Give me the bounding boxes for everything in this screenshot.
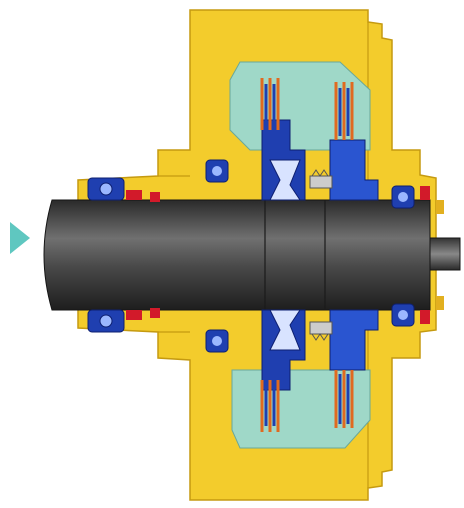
left-bearing-bottom <box>87 309 142 333</box>
friction-plates-upper <box>260 78 354 140</box>
inner-bearings <box>205 159 415 353</box>
shaft-output-stub <box>429 237 461 271</box>
seals <box>150 186 444 324</box>
shaft <box>43 199 461 311</box>
clutch-assembly-upper <box>261 119 379 201</box>
clutch-assembly-lower <box>261 309 379 391</box>
left-bearing-top <box>87 177 142 201</box>
shaft-main <box>43 199 431 311</box>
input-direction-arrow <box>10 222 30 254</box>
friction-plates-lower <box>260 370 354 432</box>
